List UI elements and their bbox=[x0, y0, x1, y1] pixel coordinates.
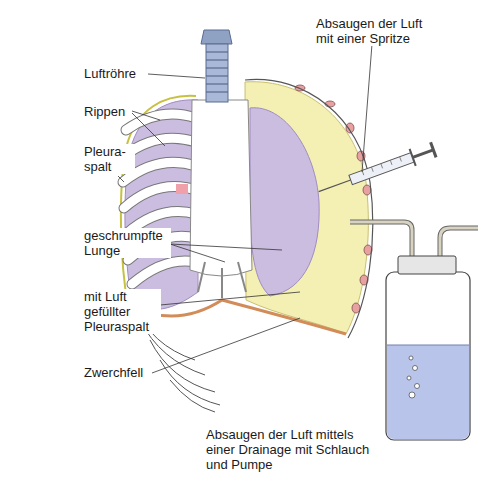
part-label: Zwerchfell bbox=[83, 365, 144, 380]
rib-spot bbox=[176, 184, 188, 194]
trachea bbox=[201, 30, 232, 102]
bronchi bbox=[198, 262, 246, 298]
sternum bbox=[190, 100, 252, 276]
left-lung bbox=[125, 100, 198, 310]
part-label: mit Luft gefüllter Pleuraspalt bbox=[83, 289, 161, 334]
part-label: geschrumpfte Lunge bbox=[83, 228, 171, 258]
drainage-caption: Absaugen der Luft mittels einer Drainage… bbox=[205, 427, 383, 472]
syringe bbox=[316, 141, 437, 200]
pleura-line bbox=[121, 96, 196, 306]
chest-wall bbox=[245, 79, 373, 338]
syringe-caption: Absaugen der Luft mit einer Spritze bbox=[315, 16, 437, 46]
air-filled-pleural-space bbox=[245, 82, 368, 334]
drainage-bottle bbox=[386, 256, 470, 440]
part-label: Luftröhre bbox=[83, 66, 137, 81]
collapsed-lung bbox=[250, 108, 319, 296]
part-label: Rippen bbox=[83, 104, 126, 119]
part-label: Pleura- spalt bbox=[83, 144, 135, 174]
left-ribs bbox=[123, 114, 196, 284]
